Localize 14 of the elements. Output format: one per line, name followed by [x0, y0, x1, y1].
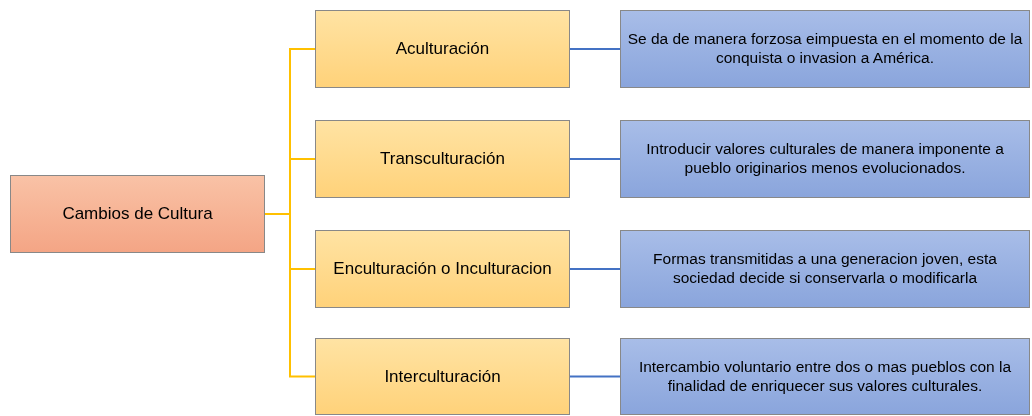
- connector-line: [569, 268, 621, 270]
- concept-box: Interculturación: [315, 338, 570, 415]
- connector-line: [569, 375, 621, 378]
- description-box: Introducir valores culturales de manera imponente a pueblo originarios menos evolucionados.: [620, 120, 1030, 198]
- connector-line: [569, 158, 621, 160]
- connector-line: [569, 48, 621, 50]
- topic-box: Cambios de Cultura: [10, 175, 265, 253]
- concept-box: Aculturación: [315, 10, 570, 88]
- description-box: Se da de manera forzosa eimpuesta en el momento de la conquista o invasion a América.: [620, 10, 1030, 88]
- concept-box: Enculturación o Inculturacion: [315, 230, 570, 308]
- description-box: Formas transmitidas a una generacion joven, esta sociedad decide si conservarla o modificarla: [620, 230, 1030, 308]
- concept-box: Transculturación: [315, 120, 570, 198]
- description-box: Intercambio voluntario entre dos o mas pueblos con la finalidad de enriquecer sus valores culturales.: [620, 338, 1030, 415]
- connector-line: [264, 213, 316, 378]
